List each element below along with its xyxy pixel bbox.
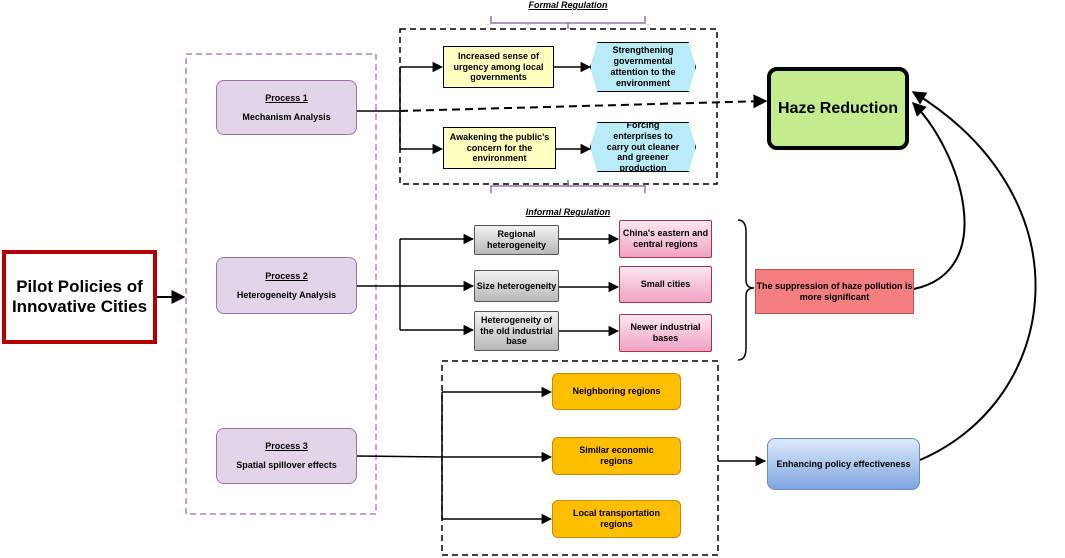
regional-heterogeneity-box: Regional heterogeneity (474, 225, 559, 255)
enhancing-effectiveness-box: Enhancing policy effectiveness (767, 438, 920, 490)
process-3-box: Process 3 Spatial spillover effects (216, 428, 357, 484)
process-group-outline (185, 53, 377, 515)
haze-reduction-box: Haze Reduction (767, 67, 909, 150)
informal-regulation-label: Informal Regulation (525, 207, 611, 217)
results-bracket (737, 219, 755, 361)
neighboring-regions-box: Neighboring regions (552, 373, 681, 410)
attention-hexagon: Strengthening governmental attention to … (590, 42, 696, 92)
urgency-box: Increased sense of urgency among local g… (443, 46, 554, 88)
size-heterogeneity-box: Size heterogeneity (474, 270, 559, 302)
enterprises-hexagon: Forcing enterprises to carry out cleaner… (590, 122, 696, 172)
industrial-heterogeneity-box: Heterogeneity of the old industrial base (474, 311, 559, 351)
small-cities-box: Small cities (619, 266, 712, 303)
process-2-title: Process 2 (265, 270, 308, 281)
process-3-label: Spatial spillover effects (236, 460, 337, 470)
arrow-enhancing-to-haze (911, 91, 1037, 461)
pilot-policies-box: Pilot Policies of Innovative Cities (2, 250, 157, 344)
arrow-suppression-to-haze (912, 102, 966, 290)
mechanism-group-outline (399, 28, 718, 185)
similar-regions-box: Similar economic regions (552, 437, 681, 475)
informal-brace (490, 180, 646, 193)
process-2-box: Process 2 Heterogeneity Analysis (216, 257, 357, 314)
process-1-title: Process 1 (265, 92, 308, 103)
process-2-label: Heterogeneity Analysis (236, 289, 337, 300)
process3-line (356, 455, 443, 458)
process-1-box: Process 1 Mechanism Analysis (216, 80, 357, 135)
process2-branch (357, 239, 401, 330)
formal-brace (490, 16, 646, 29)
suppression-box: The suppression of haze pollution is mor… (755, 269, 914, 314)
process1-branch (357, 67, 401, 149)
transport-regions-box: Local transportation regions (552, 500, 681, 538)
newer-industrial-box: Newer industrial bases (619, 314, 712, 352)
china-regions-box: China's eastern and central regions (619, 220, 712, 258)
public-concern-box: Awakening the public's concern for the e… (443, 127, 556, 169)
process-3-title: Process 3 (265, 441, 308, 452)
process-1-label: Mechanism Analysis (242, 111, 331, 122)
arrow-process1-to-haze (399, 94, 768, 112)
formal-regulation-label: Formal Regulation (528, 0, 608, 10)
